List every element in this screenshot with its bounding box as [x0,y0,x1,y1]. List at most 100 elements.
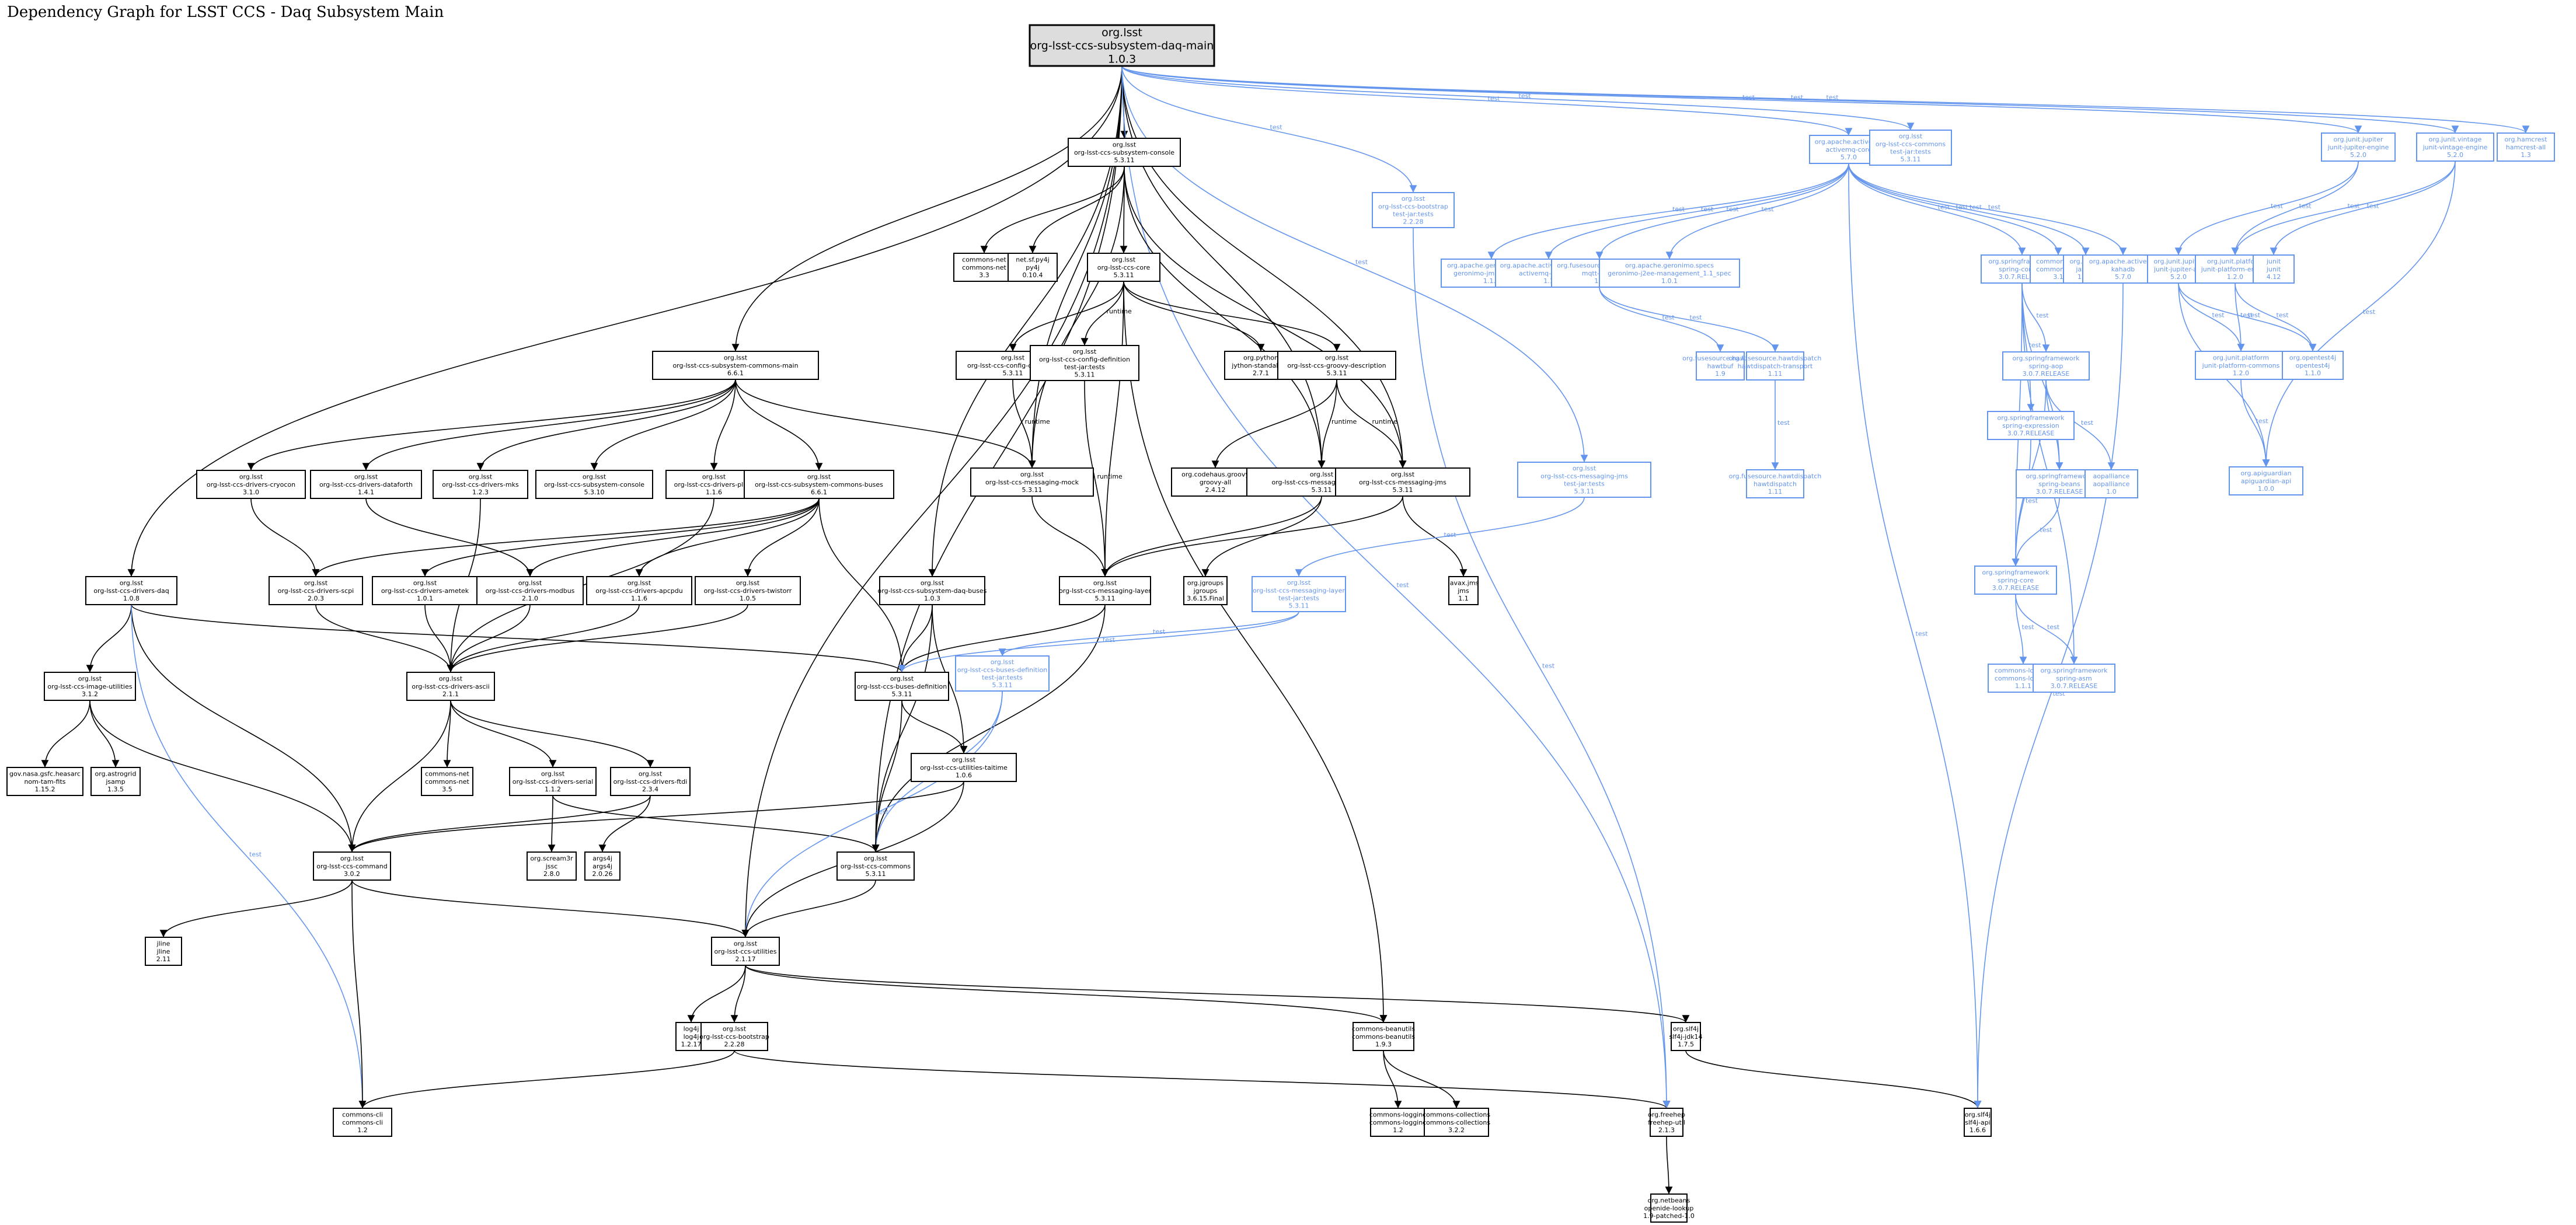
edge-activemq-core-to-commons-net-31 [1848,163,2062,256]
node-image-utilities[interactable]: org.lsstorg-lsst-ccs-image-utilities3.1.… [44,672,136,701]
node-buses-def[interactable]: org.lsstorg-lsst-ccs-buses-definition5.3… [855,672,949,701]
node-label-line: org-lsst-ccs-messaging-layer [1253,587,1345,594]
node-label-line: 6.6.1 [727,369,744,377]
node-config-def-tests[interactable]: org.lsstorg-lsst-ccs-config-definitionte… [1030,345,1139,381]
node-commons-buses[interactable]: org.lsstorg-lsst-ccs-subsystem-commons-b… [744,470,894,499]
node-spring-expression[interactable]: org.springframeworkspring-expression3.0.… [1987,411,2075,440]
node-twistorr[interactable]: org.lsstorg-lsst-ccs-drivers-twistorr1.0… [695,576,801,605]
edge-commons-main-to-mks [476,379,736,471]
edge-scpi-to-drivers-ascii [315,604,455,673]
node-commons-collections[interactable]: commons-collectionscommons-collections3.… [1423,1108,1490,1137]
node-junit-platform-commons[interactable]: org.junit.platformjunit-platform-commons… [2195,351,2287,380]
node-label-line: org-lsst-ccs-drivers-cryocon [207,481,295,488]
node-label-line: 1.9.3 [1375,1041,1392,1048]
node-geronimo-j2ee[interactable]: org.apache.geronimo.specsgeronimo-j2ee-m… [1599,259,1740,288]
node-label-line: 3.1 [2053,273,2063,281]
edge-label: test [2040,526,2053,534]
edge-command-to-utilities [351,880,750,938]
node-hawtdispatch[interactable]: org.fusesource.hawtdispatchhawtdispatch1… [1729,469,1822,498]
node-commons-main[interactable]: org.lsstorg-lsst-ccs-subsystem-commons-m… [652,351,819,380]
node-groovy-desc[interactable]: org.lsstorg-lsst-ccs-groovy-description5… [1277,351,1396,380]
node-label-line: org.jgroups [1187,580,1224,587]
node-junit-jupiter-engine[interactable]: org.junit.jupiterjunit-jupiter-engine5.2… [2321,132,2396,162]
node-spring-aop[interactable]: org.springframeworkspring-aop3.0.7.RELEA… [2002,351,2090,381]
node-taitime[interactable]: org.lsstorg-lsst-ccs-utilities-taitime1.… [911,753,1017,782]
node-junit-vintage-engine[interactable]: org.junit.vintagejunit-vintage-engine5.2… [2416,132,2494,162]
node-cryocon[interactable]: org.lsstorg-lsst-ccs-drivers-cryocon3.1.… [196,470,306,499]
node-hawtdispatch-transport[interactable]: org.fusesource.hawtdispatchhawtdispatch-… [1729,351,1822,381]
edge-messaging-layer-tests-to-buses-def-tests [998,611,1299,657]
node-messaging-layer[interactable]: org.lsstorg-lsst-ccs-messaging-layer5.3.… [1059,576,1151,605]
node-label-line: org-lsst-ccs-drivers-modbus [486,587,575,595]
node-daq-buses[interactable]: org.lsstorg-lsst-ccs-subsystem-daq-buses… [878,576,987,605]
node-commons-tests[interactable]: org.lsstorg-lsst-ccs-commonstest-jar:tes… [1869,130,1952,166]
node-buses-def-tests[interactable]: org.lsstorg-lsst-ccs-buses-definitiontes… [955,655,1050,692]
node-box [2002,351,2090,381]
node-box [700,1022,768,1051]
node-messaging-jms-tests[interactable]: org.lsstorg-lsst-ccs-messaging-jmstest-j… [1517,462,1651,498]
node-spring-core[interactable]: org.springframeworkspring-core3.0.7.RELE… [1974,566,2057,595]
node-box [2084,469,2138,498]
edge-label: test [1701,205,1714,213]
node-sub-console-5310[interactable]: org.lsstorg-lsst-ccs-subsystem-console5.… [535,470,653,499]
node-openide-lookup[interactable]: org.netbeansopenide-lookup1.9-patched-1.… [1643,1193,1695,1223]
node-spring-asm[interactable]: org.springframeworkspring-asm3.0.7.RELEA… [2033,664,2115,693]
edge-bootstrap-to-commons-cli [358,1050,735,1109]
node-dataforth[interactable]: org.lsstorg-lsst-ccs-drivers-dataforth1.… [310,470,422,499]
node-label-line: junit-jupiter-api [2153,266,2203,273]
edge-core-to-config-def-tests [1080,281,1124,346]
node-console[interactable]: org.lsstorg-lsst-ccs-subsystem-console5.… [1068,138,1181,167]
edge-junit-jupiter-api-to-opentest4j [2178,282,2317,352]
node-bootstrap-tests[interactable]: org.lsstorg-lsst-ccs-bootstraptest-jar:t… [1372,192,1455,228]
edge-messaging-mock-to-messaging-layer [1031,495,1109,577]
edge-messaging-layer-tests-to-buses-def [898,611,1299,673]
edge-core-to-beanutils [1123,281,1388,1023]
edge-label: test [1355,259,1368,266]
node-messaging-mock[interactable]: org.lsstorg-lsst-ccs-messaging-mock5.3.1… [970,467,1094,497]
node-root[interactable]: org.lsstorg-lsst-ccs-subsystem-daq-main1… [1029,24,1215,67]
node-box [1869,130,1952,166]
edge-command-to-jline [159,880,353,938]
node-label-line: 1.0 [2106,488,2117,495]
edge-core-to-groovy-desc [1123,281,1341,352]
node-messaging-layer-tests[interactable]: org.lsstorg-lsst-ccs-messaging-layertest… [1252,576,1346,612]
